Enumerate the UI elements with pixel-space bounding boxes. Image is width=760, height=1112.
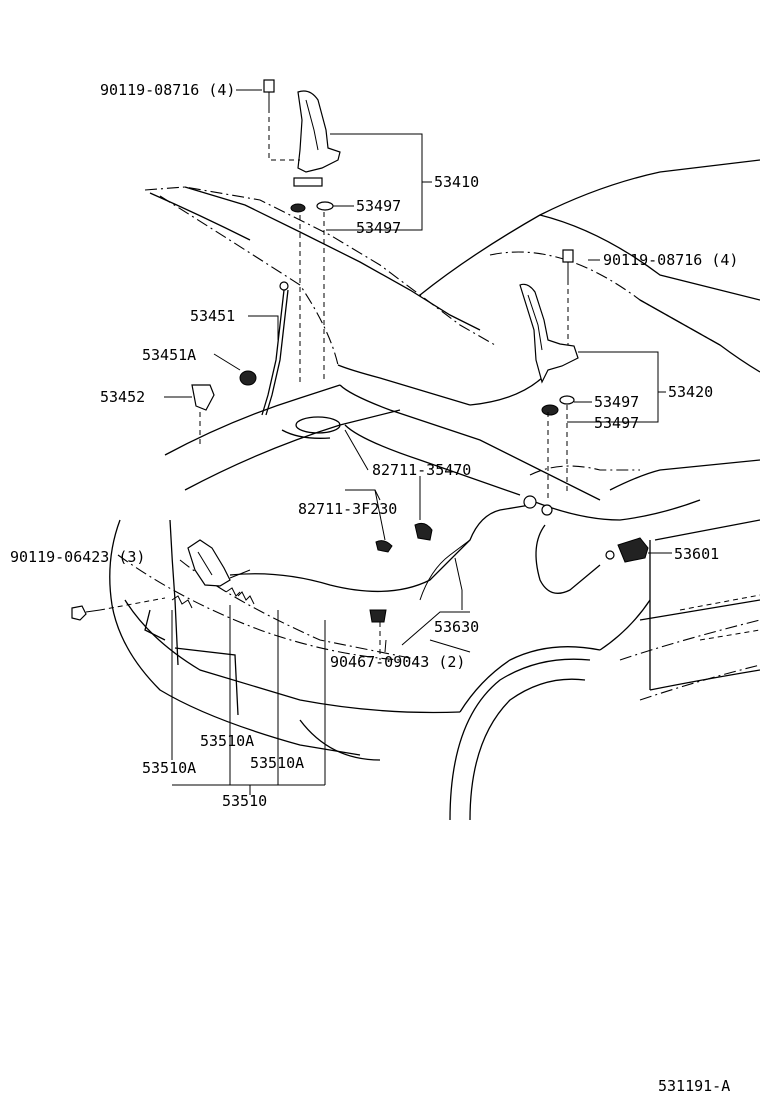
bolts — [71, 79, 574, 621]
label-holder: 53452 — [100, 388, 145, 406]
label-insulator-b: 82711-3F230 — [298, 500, 397, 518]
label-bolt-lower-left: 90119-06423 (3) — [10, 548, 145, 566]
label-bolt-top-right: 90119-08716 (4) — [603, 251, 738, 269]
label-bolt-top-left: 90119-08716 (4) — [100, 81, 235, 99]
label-lock-sub-a: 53510A — [200, 732, 254, 750]
cable-clamps — [369, 495, 553, 623]
label-clip-a: 53451A — [142, 346, 196, 364]
label-lock-sub-c: 53510A — [250, 754, 304, 772]
label-insulator-a: 82711-35470 — [372, 461, 471, 479]
label-clip-lower: 90467-09043 (2) — [330, 653, 465, 671]
label-lock-assy: 53510 — [222, 792, 267, 810]
label-cushion-b: 53497 — [356, 219, 401, 237]
label-support-rod: 53451 — [190, 307, 235, 325]
label-lock-sub-b: 53510A — [142, 759, 196, 777]
assembly-guides — [99, 108, 569, 660]
figure-id: 531191-A — [658, 1077, 730, 1095]
hood-hinge-rh — [519, 283, 579, 384]
support-clip — [239, 370, 257, 386]
hood-hinge-lh — [293, 90, 341, 187]
support-holder — [191, 384, 215, 411]
vehicle-body-outline — [109, 159, 760, 821]
cushions — [290, 201, 575, 416]
release-lever — [605, 537, 649, 563]
part-labels: 90119-08716 (4) 53410 53497 53497 90119-… — [10, 81, 738, 1095]
label-release-cable: 53630 — [434, 618, 479, 636]
leader-lines — [164, 89, 672, 795]
label-cushion-d: 53497 — [594, 414, 639, 432]
lock-springs — [171, 587, 255, 609]
label-release-lever: 53601 — [674, 545, 719, 563]
label-cushion-a: 53497 — [356, 197, 401, 215]
hood-support-rod — [261, 281, 289, 416]
label-cushion-c: 53497 — [594, 393, 639, 411]
hood-lock — [187, 539, 251, 587]
label-hinge-lh: 53410 — [434, 173, 479, 191]
label-hinge-rh: 53420 — [668, 383, 713, 401]
release-cable — [229, 504, 601, 601]
